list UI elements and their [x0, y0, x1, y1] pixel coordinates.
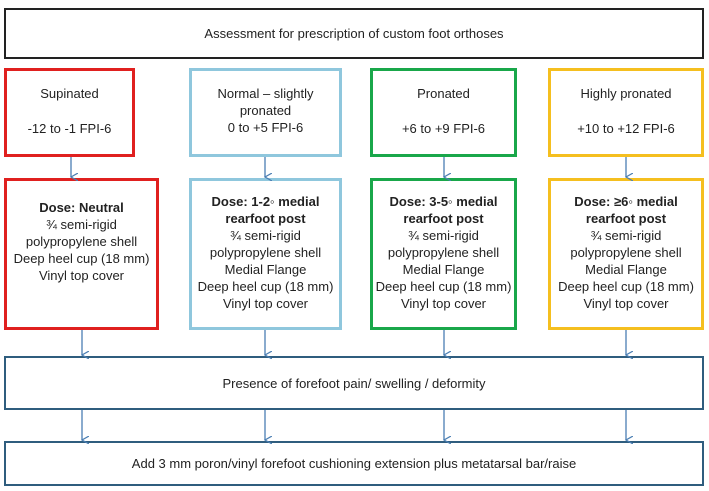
dose-line: Vinyl top cover	[583, 296, 669, 311]
dose-line: polypropylene shell	[25, 234, 138, 249]
dose-line: Vinyl top cover	[222, 296, 309, 311]
category-label: Highly pronated	[580, 86, 672, 101]
dose-line: Vinyl top cover	[38, 268, 125, 283]
dose-title: Dose: ≥6◦ medial rearfoot post	[574, 194, 678, 226]
dose-title: Dose: 1-2◦ medial rearfoot post	[211, 194, 320, 226]
dose-box-highly-pronated: Dose: ≥6◦ medial rearfoot post ¾ semi-ri…	[548, 178, 704, 330]
category-supinated: Supinated -12 to -1 FPI-6	[4, 68, 135, 157]
category-label: Normal – slightly pronated	[217, 86, 314, 118]
dose-title: Dose: Neutral	[39, 200, 124, 215]
forefoot-text: Presence of forefoot pain/ swelling / de…	[222, 375, 486, 391]
dose-line: Medial Flange	[224, 262, 307, 277]
category-range: 0 to +5 FPI-6	[227, 120, 304, 135]
assessment-title: Assessment for prescription of custom fo…	[204, 26, 504, 41]
dose-box-supinated: Dose: Neutral ¾ semi-rigid polypropylene…	[4, 178, 159, 330]
dose-line: Medial Flange	[585, 262, 667, 277]
dose-box-normal: Dose: 1-2◦ medial rearfoot post ¾ semi-r…	[189, 178, 342, 330]
category-highly-pronated: Highly pronated +10 to +12 FPI-6	[548, 68, 704, 157]
dose-line: Deep heel cup (18 mm)	[197, 279, 334, 294]
dose-line: Deep heel cup (18 mm)	[375, 279, 512, 294]
dose-line: ¾ semi-rigid	[230, 228, 301, 243]
category-pronated: Pronated +6 to +9 FPI-6	[370, 68, 517, 157]
dose-line: ¾ semi-rigid	[408, 228, 479, 243]
dose-line: polypropylene shell	[570, 245, 682, 260]
dose-line: Deep heel cup (18 mm)	[13, 251, 150, 266]
addition-box: Add 3 mm poron/vinyl forefoot cushioning…	[4, 441, 704, 486]
dose-line: polypropylene shell	[209, 245, 322, 260]
category-range: +6 to +9 FPI-6	[401, 121, 486, 136]
dose-line: ¾ semi-rigid	[590, 228, 662, 243]
dose-title: Dose: 3-5◦ medial rearfoot post	[389, 194, 498, 226]
dose-line: ¾ semi-rigid	[46, 217, 117, 232]
category-label: Supinated	[40, 86, 99, 101]
addition-text: Add 3 mm poron/vinyl forefoot cushioning…	[131, 456, 577, 471]
dose-line: Deep heel cup (18 mm)	[558, 279, 694, 294]
dose-line: polypropylene shell	[387, 245, 500, 260]
forefoot-box: Presence of forefoot pain/ swelling / de…	[4, 356, 704, 410]
category-label: Pronated	[417, 86, 470, 101]
category-range: +10 to +12 FPI-6	[577, 121, 675, 136]
dose-line: Vinyl top cover	[400, 296, 487, 311]
category-normal: Normal – slightly pronated 0 to +5 FPI-6	[189, 68, 342, 157]
assessment-title-box: Assessment for prescription of custom fo…	[4, 8, 704, 59]
category-range: -12 to -1 FPI-6	[27, 121, 112, 136]
dose-line: Medial Flange	[402, 262, 485, 277]
